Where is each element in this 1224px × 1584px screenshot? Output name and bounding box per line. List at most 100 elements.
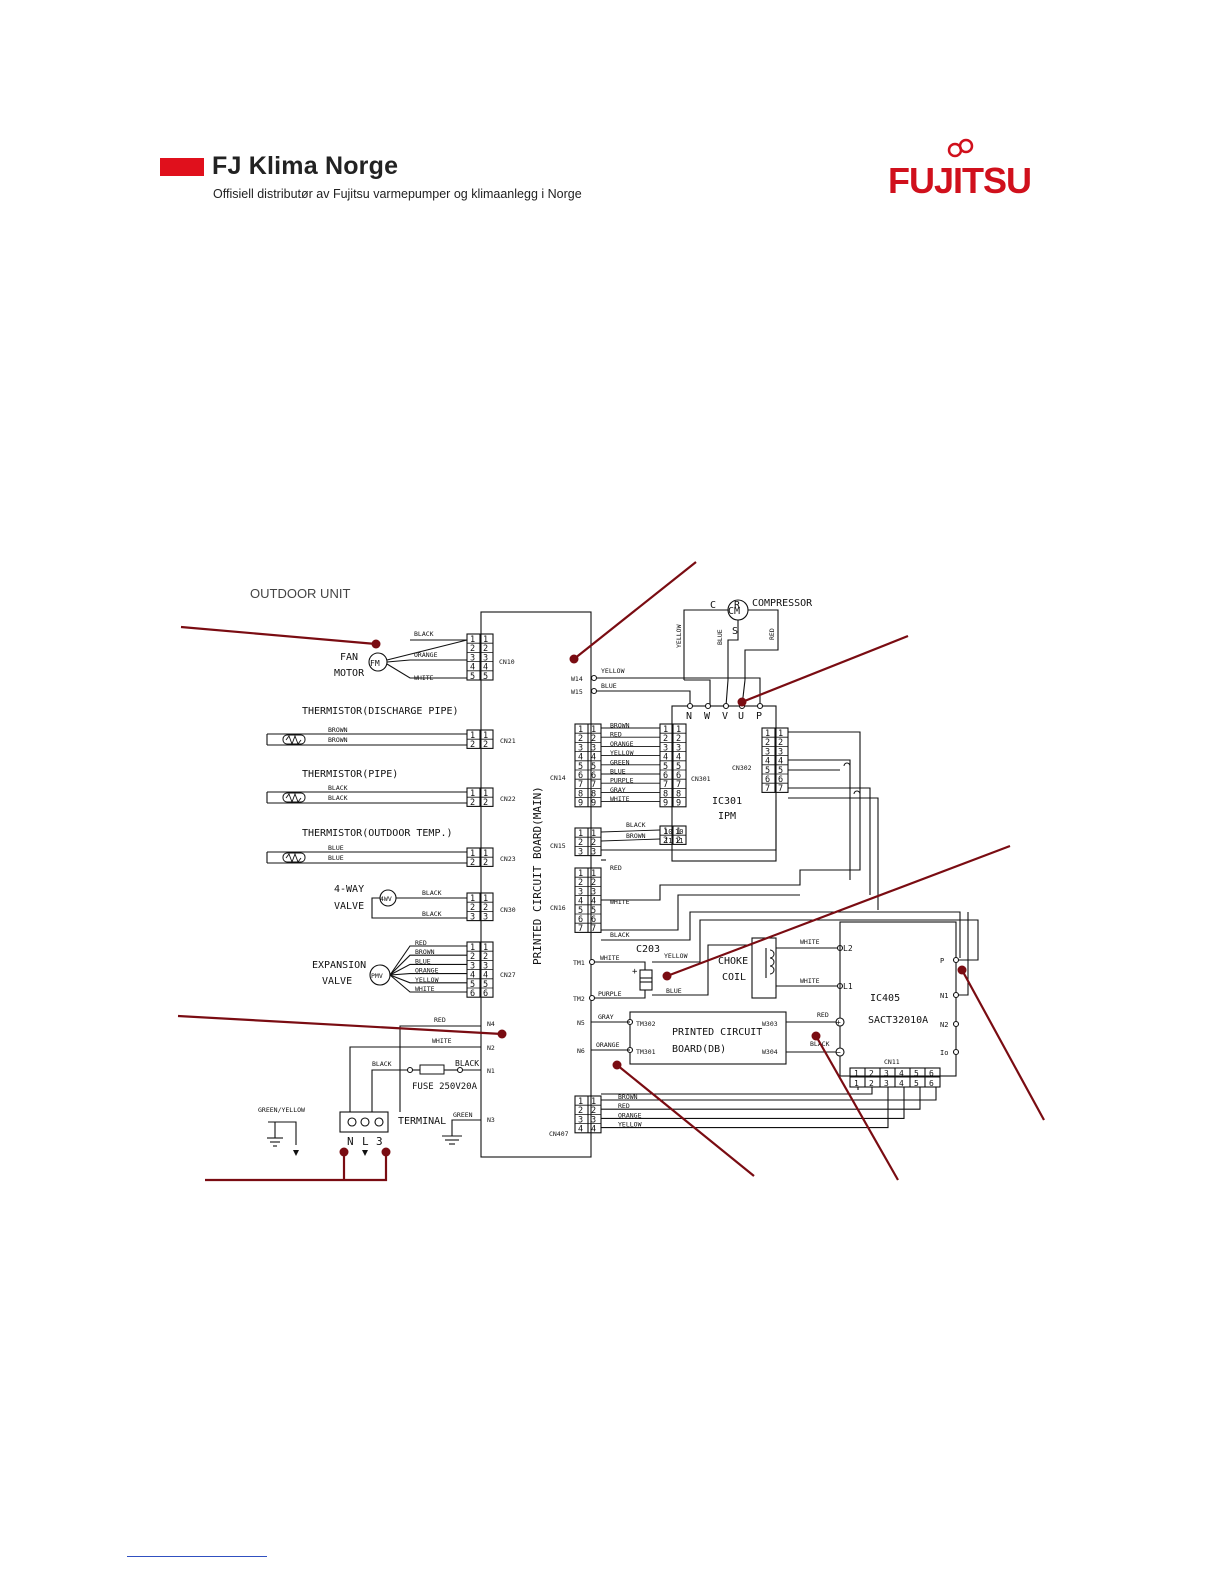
thermistor-discharge-wire-color: BROWN [328, 726, 348, 734]
connector-pin-number: 3 [578, 1115, 583, 1125]
w15-wire [597, 690, 691, 706]
thermistor-outdoor-zigzag [285, 852, 302, 864]
callout-ic405-output [815, 1035, 899, 1181]
connector-pin-number: 3 [483, 912, 488, 922]
connector-pin-number: 6 [663, 771, 668, 781]
fuse-terminal [456, 1066, 464, 1074]
connector-pin-number: 2 [869, 1079, 874, 1088]
connector-pin-number: 6 [929, 1079, 934, 1088]
thermistor-outdoor-wire-color: BLUE [328, 844, 344, 852]
expansion-wire [389, 945, 467, 976]
connector-pin-number: 7 [765, 784, 770, 794]
connector-pin-number: 3 [778, 747, 783, 757]
callout-db-board-dot [612, 1060, 622, 1070]
cn302-wire [788, 797, 879, 910]
terminal-block [339, 1111, 389, 1133]
footer-link-underline [127, 1556, 267, 1557]
connector-pin-number: 3 [578, 847, 583, 857]
connector-pin-number: 2 [578, 734, 583, 744]
connector-pin-number: 1 [483, 731, 488, 741]
n2-label: N2 [487, 1044, 495, 1052]
connector-pin-number: 1 [470, 731, 475, 741]
connector-pin-number: 4 [591, 897, 596, 907]
cn14-wire-color: YELLOW [610, 749, 634, 757]
connector-pin-number: 11 [675, 837, 683, 845]
n3-label: N3 [487, 1116, 495, 1124]
cn14-wire-color: RED [610, 731, 622, 739]
fuse-symbol [419, 1064, 445, 1075]
ipm-name: IPM [718, 811, 736, 822]
connector-pin-number: 2 [663, 836, 668, 846]
tm2-terminal [588, 994, 596, 1002]
capacitor-wire-color: BLUE [666, 987, 682, 995]
cn302-wire [601, 731, 861, 901]
connector-pin-number: 2 [591, 838, 596, 848]
cn14-wire-color: PURPLE [610, 777, 634, 785]
ipm-terminal [686, 702, 694, 710]
connector-pin-number: 5 [778, 766, 783, 776]
power-wire-green [451, 1119, 481, 1136]
callout-db-board [616, 1064, 755, 1177]
ic405-module [839, 921, 957, 1077]
w14-wire-color: YELLOW [601, 667, 625, 675]
ic405-name: IC405 [870, 993, 900, 1004]
cn407-wire-color: ORANGE [618, 1111, 642, 1119]
connector-pin-number: 1 [778, 729, 783, 739]
connector-pin-number: 7 [591, 924, 596, 934]
connector-pin-number: 2 [578, 878, 583, 888]
w14-label: W14 [571, 675, 583, 683]
connector-pin-number: 4 [663, 753, 668, 763]
connector-pin-number: 3 [470, 653, 475, 663]
connector-pin-number: 2 [869, 1069, 874, 1078]
expansion-wire-color: WHITE [415, 985, 435, 993]
expansion-wire-color: BLUE [415, 957, 431, 965]
compressor-label: COMPRESSOR [752, 598, 813, 609]
ic405-pin [952, 1020, 960, 1028]
capacitor-wire [652, 919, 968, 963]
connector-pin-number: 9 [578, 799, 583, 809]
connector-pin-number: 10 [664, 828, 672, 836]
valve4-label: VALVE [334, 901, 364, 912]
fan-wire-color: BLACK [414, 630, 434, 638]
connector-pin-number: 4 [778, 757, 783, 767]
choke-wire-color: WHITE [800, 977, 820, 985]
earth-arrow-icon [293, 1150, 299, 1156]
ipm-terminal [704, 702, 712, 710]
expansion-wire-color: YELLOW [415, 976, 439, 984]
choke-coil-box [751, 937, 777, 999]
valve4-label: 4-WAY [334, 884, 364, 895]
power-wire-color: BLACK [372, 1060, 392, 1068]
connector-pin-number: 5 [470, 672, 475, 682]
connector-pin-number: 4 [578, 1125, 583, 1135]
n6-wire-color: ORANGE [596, 1041, 620, 1049]
power-wire-color: GREEN [453, 1111, 473, 1119]
cn407-wire [601, 1087, 921, 1110]
thermistor-pipe-label: THERMISTOR(PIPE) [302, 769, 398, 780]
connector-pin-number: 7 [778, 784, 783, 794]
w14-terminal [590, 674, 598, 682]
connector-pin-number: 3 [884, 1069, 889, 1078]
connector-pin-number: 6 [470, 989, 475, 999]
connector-pin-number: 4 [578, 897, 583, 907]
main-board-label: PRINTED CIRCUIT BOARD(MAIN) [531, 786, 544, 965]
cn14-wire-color: BLUE [610, 768, 626, 776]
connector-pin-number: 4 [591, 753, 596, 763]
connector-pin-number: 1 [676, 827, 681, 837]
expansion-code: PMV [371, 972, 383, 980]
connector-pin-number: 1 [854, 1069, 859, 1078]
choke-label: CHOKE [718, 956, 748, 967]
compressor-wire-color: BLUE [716, 629, 724, 645]
n5-wire-color: GRAY [598, 1013, 614, 1021]
connector-pin-number: 8 [591, 789, 596, 799]
cn15-wire [600, 829, 661, 833]
connector-pin-number: 4 [899, 1079, 904, 1088]
expansion-label: VALVE [322, 976, 352, 987]
connector-pin-number: 3 [765, 747, 770, 757]
cn11-wire [601, 1087, 873, 1095]
thermistor-outdoor-wire-color: BLUE [328, 854, 344, 862]
header-red-bar [160, 158, 204, 176]
connector-pin-number: 5 [483, 672, 488, 682]
connector-pin-number: 4 [483, 971, 488, 981]
connector-pin-number: 1 [663, 725, 668, 735]
